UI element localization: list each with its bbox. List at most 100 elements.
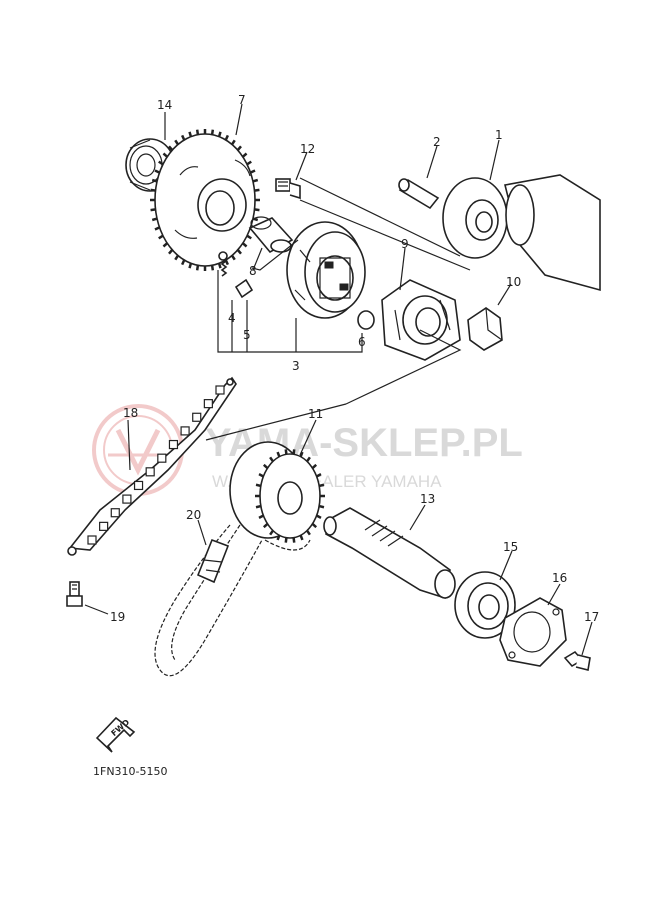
gear-tooth xyxy=(174,254,180,261)
gear-tooth xyxy=(255,504,262,509)
gear-tooth xyxy=(195,265,200,271)
gear-tooth xyxy=(284,537,288,543)
part-12-bolt xyxy=(275,178,301,200)
gear-tooth xyxy=(162,152,169,158)
gear-tooth xyxy=(246,234,252,240)
part-16-retainer-plate xyxy=(499,597,567,667)
gear-tooth xyxy=(168,249,174,255)
label-19: 19 xyxy=(110,610,125,624)
gear-tooth xyxy=(262,522,269,529)
guide-tooth xyxy=(145,467,155,477)
guide-tooth xyxy=(215,385,225,395)
part-18-chain-guide xyxy=(67,376,237,556)
label-17: 17 xyxy=(584,610,599,624)
label-3: 3 xyxy=(292,359,300,373)
guide-tooth xyxy=(168,439,179,450)
gear-tooth xyxy=(230,139,236,146)
starter-motor-outline xyxy=(504,174,601,292)
part-17-screw xyxy=(563,650,591,671)
guide-tooth xyxy=(157,453,167,463)
gear-tooth xyxy=(168,145,174,151)
gear-tooth xyxy=(258,473,265,478)
gear-tooth xyxy=(150,188,156,192)
gear-tooth xyxy=(158,160,164,166)
gear-tooth xyxy=(181,259,186,266)
label-11: 11 xyxy=(308,407,323,421)
gear-tooth xyxy=(269,456,274,463)
part-7-gear xyxy=(150,129,260,271)
part-15-bearing xyxy=(454,571,516,639)
gear-tooth xyxy=(315,514,322,519)
gear-tooth xyxy=(241,242,248,248)
part-5-plunger xyxy=(234,278,254,299)
guide-tooth xyxy=(133,480,144,491)
leader-lines xyxy=(84,103,593,656)
label-12: 12 xyxy=(300,142,315,156)
diagram-code: 1FN310-5150 xyxy=(93,765,168,778)
gear-tooth xyxy=(306,529,311,536)
gear-tooth xyxy=(269,529,274,536)
part-9-hub xyxy=(381,279,461,361)
gear-tooth xyxy=(188,262,193,269)
gear-tooth xyxy=(241,152,248,158)
label-14: 14 xyxy=(157,98,172,112)
label-4: 4 xyxy=(228,311,236,325)
label-10: 10 xyxy=(506,275,521,289)
part-20-chain xyxy=(154,524,311,677)
gear-tooth xyxy=(318,483,325,488)
part-1-idler-gear xyxy=(442,177,508,259)
gear-tooth xyxy=(188,131,193,138)
gear-tooth xyxy=(276,534,281,541)
part-number-labels: 1 2 3 4 5 6 7 8 9 10 11 12 13 14 15 16 1… xyxy=(110,93,599,624)
gear-tooth xyxy=(210,129,215,135)
gear-tooth xyxy=(252,178,259,183)
gear-tooth xyxy=(236,249,242,255)
gear-tooth xyxy=(195,129,200,135)
part-13-shaft xyxy=(323,507,456,600)
gear-tooth xyxy=(249,169,256,174)
part-8-sleeve xyxy=(248,216,294,254)
gear-tooth xyxy=(254,188,260,192)
guide-tooth xyxy=(110,508,120,518)
label-16: 16 xyxy=(552,571,567,585)
label-9: 9 xyxy=(401,237,409,251)
part-10-cap xyxy=(467,307,503,351)
label-5: 5 xyxy=(243,328,251,342)
gear-tooth xyxy=(299,451,304,458)
gear-tooth xyxy=(162,242,169,248)
part-19-bolt xyxy=(66,581,83,607)
gear-tooth xyxy=(262,463,269,470)
guide-tooth xyxy=(180,426,190,436)
gear-tooth xyxy=(306,456,311,463)
label-18: 18 xyxy=(123,406,138,420)
gear-tooth xyxy=(292,449,296,455)
gear-tooth xyxy=(210,265,215,271)
gear-tooth xyxy=(174,139,180,146)
label-8: 8 xyxy=(249,264,257,278)
gear-tooth xyxy=(230,254,236,261)
guide-tooth xyxy=(203,399,213,409)
fwd-arrow-icon: FWD xyxy=(95,716,136,753)
gear-tooth xyxy=(246,160,252,166)
guide-tooth xyxy=(122,494,132,504)
part-2-shaft-pin xyxy=(398,178,440,210)
part-4-spring xyxy=(218,251,228,277)
guide-tooth xyxy=(87,535,97,545)
gear-tooth xyxy=(284,449,288,455)
gear-tooth xyxy=(299,534,304,541)
label-7: 7 xyxy=(238,93,246,107)
guide-tooth xyxy=(99,521,109,531)
part-3-one-way-clutch xyxy=(286,221,366,319)
gear-tooth xyxy=(158,234,164,240)
gear-tooth xyxy=(151,178,158,183)
gear-tooth xyxy=(258,514,265,519)
label-2: 2 xyxy=(433,135,441,149)
gear-tooth xyxy=(254,208,260,212)
gear-tooth xyxy=(154,226,161,231)
gear-tooth xyxy=(292,537,296,543)
gear-tooth xyxy=(276,451,281,458)
label-1: 1 xyxy=(495,128,503,142)
gear-tooth xyxy=(224,134,229,141)
gear-tooth xyxy=(181,134,186,141)
